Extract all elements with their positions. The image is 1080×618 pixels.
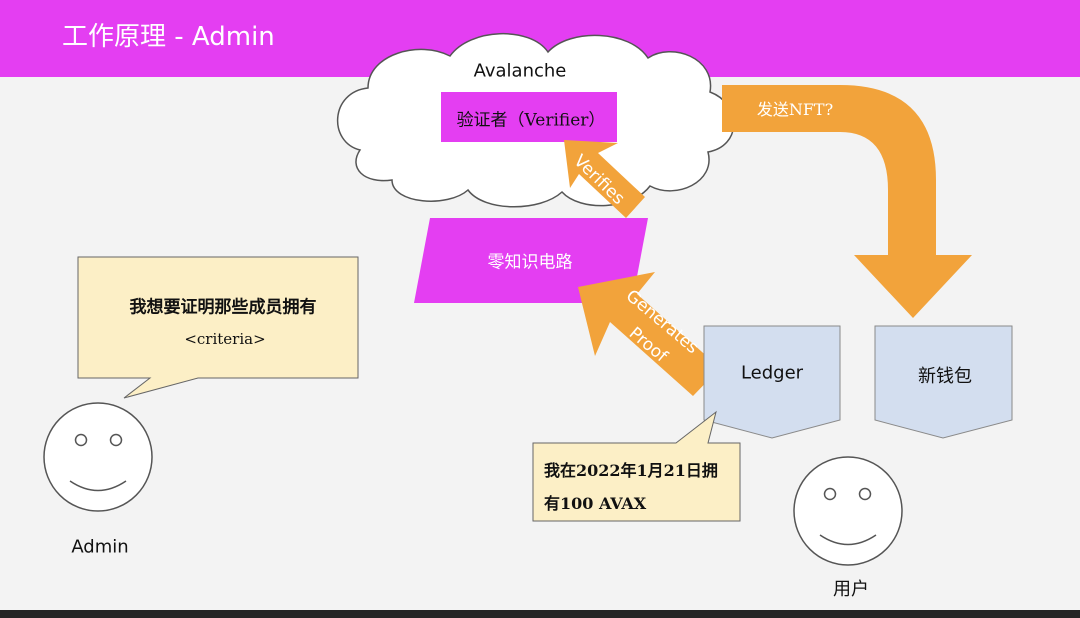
- user-note-line1: 我在2022年1月21日拥: [544, 461, 718, 480]
- user-speech-note: [532, 410, 741, 522]
- ledger-box: [703, 325, 841, 439]
- admin-speech-note: [77, 256, 359, 399]
- user-smiley-icon: [793, 456, 903, 566]
- new-wallet-box: [874, 325, 1013, 439]
- cloud-label: Avalanche: [473, 60, 567, 82]
- user-note-line2: 有100 AVAX: [544, 494, 647, 513]
- verifier-label: 验证者（Verifier）: [456, 110, 606, 131]
- send-nft-label: 发送NFT?: [756, 100, 834, 119]
- user-label: 用户: [833, 579, 869, 600]
- zk-circuit-box: [414, 218, 648, 303]
- admin-note-line1: 我想要证明那些成员拥有: [129, 297, 317, 318]
- slide-title: 工作原理 - Admin: [62, 22, 275, 52]
- admin-note-line2: <criteria>: [184, 330, 266, 348]
- admin-smiley-icon: [43, 402, 153, 512]
- new-wallet-label: 新钱包: [918, 366, 972, 387]
- verifies-arrow: [564, 140, 645, 218]
- ledger-label: Ledger: [740, 362, 804, 384]
- send-nft-arrow: [722, 85, 972, 318]
- generates-proof-arrow: [578, 272, 720, 396]
- footer-bar: [0, 610, 1080, 618]
- admin-label: Admin: [71, 536, 129, 558]
- circuit-label: 零知识电路: [487, 252, 573, 273]
- verifier-box: [441, 92, 617, 142]
